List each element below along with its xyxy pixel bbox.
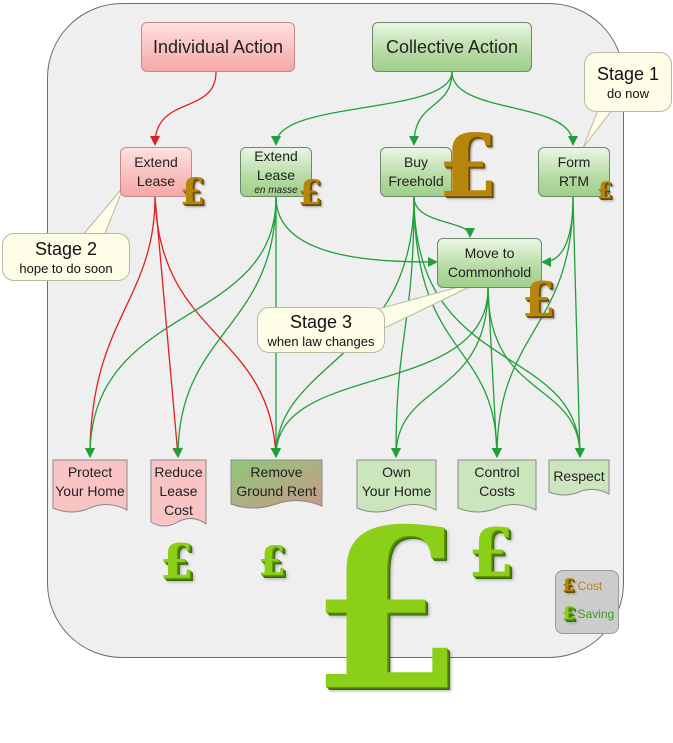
cost-pound-icon-form-rtm: £ xyxy=(597,178,613,204)
individual-action-label: Individual Action xyxy=(152,36,284,57)
edge-individual-to-extend-lease xyxy=(150,71,217,146)
protect-shape xyxy=(52,459,128,513)
buy-freehold-line1: Buy xyxy=(403,154,429,170)
edge-extend-masse-to-protect xyxy=(85,196,277,458)
protect-line1: Protect xyxy=(67,464,113,480)
legend: £ Cost £ Saving xyxy=(555,570,619,634)
saving-pound-icon-reduce: £ xyxy=(160,534,194,590)
reduce-shape xyxy=(150,459,207,527)
reduce-line2: Lease xyxy=(159,483,198,499)
edge-extend-masse-to-commonhold xyxy=(275,196,438,267)
edge-extend-masse-to-reduce xyxy=(173,196,277,458)
collective-action-label: Collective Action xyxy=(385,36,519,57)
buy-freehold-box: Buy Freehold xyxy=(380,147,452,197)
extend-lease-box: Extend Lease xyxy=(120,147,192,197)
edge-commonhold-to-remove xyxy=(271,287,489,458)
outcome-protect-your-home: Protect Your Home xyxy=(53,460,127,501)
edge-buy-freehold-to-commonhold xyxy=(413,196,475,238)
form-rtm-box: Form RTM xyxy=(538,147,610,197)
move-to-commonhold-box: Move to Commonhold xyxy=(437,238,542,288)
cost-pound-icon-extend-lease: £ xyxy=(180,171,206,213)
control-line2: Costs xyxy=(479,483,515,499)
stage1-title: Stage 1 xyxy=(596,63,660,84)
outcome-own-your-home: Own Your Home xyxy=(357,460,436,501)
extend-lease-line2: Lease xyxy=(136,173,176,189)
edge-extend-lease-to-remove xyxy=(154,196,281,458)
edge-commonhold-to-respect xyxy=(487,287,585,458)
edge-collective-to-form-rtm xyxy=(451,71,578,146)
edge-commonhold-to-own xyxy=(391,287,489,458)
edge-buy-freehold-to-control xyxy=(413,196,502,458)
remove-line1: Remove xyxy=(250,464,303,480)
control-line1: Control xyxy=(474,464,520,480)
form-rtm-line2: RTM xyxy=(558,173,590,189)
saving-pound-icon-control: £ xyxy=(468,514,514,592)
stage2-callout: Stage 2 hope to do soon xyxy=(2,233,130,281)
commonhold-line2: Commonhold xyxy=(447,264,532,280)
callout-pointers xyxy=(80,109,614,335)
stage2-sub: hope to do soon xyxy=(19,260,113,276)
stage3-callout: Stage 3 when law changes xyxy=(257,307,385,353)
outcome-reduce-lease-cost: Reduce Lease Cost xyxy=(151,460,206,520)
stage3-title: Stage 3 xyxy=(289,311,353,332)
legend-cost-row: £ Cost xyxy=(562,577,602,595)
edge-form-rtm-to-control xyxy=(492,196,574,458)
individual-action-box: Individual Action xyxy=(141,22,295,72)
legend-cost-pound-icon: £ xyxy=(562,575,575,596)
buy-freehold-line2: Freehold xyxy=(388,173,444,189)
own-line2: Your Home xyxy=(361,483,432,499)
extend-masse-line2: Lease xyxy=(256,167,296,183)
edge-form-rtm-to-commonhold xyxy=(541,196,574,267)
edge-form-rtm-to-respect xyxy=(572,196,585,458)
cost-pound-icon-extend-masse: £ xyxy=(298,173,322,213)
remove-line2: Ground Rent xyxy=(236,483,317,499)
legend-saving-label: Saving xyxy=(577,607,615,621)
individual-connectors xyxy=(85,71,281,458)
outcome-remove-ground-rent: Remove Ground Rent xyxy=(231,460,322,501)
legend-saving-row: £ Saving xyxy=(562,605,614,623)
extend-masse-en-masse: en masse xyxy=(254,185,298,196)
cost-pound-icon-commonhold: £ xyxy=(522,272,556,328)
edge-buy-freehold-to-own xyxy=(391,196,415,458)
stage2-pointer xyxy=(80,185,125,237)
legend-cost-label: Cost xyxy=(577,579,603,593)
stage1-callout: Stage 1 do now xyxy=(584,52,672,112)
stage1-sub: do now xyxy=(607,85,649,101)
edge-extend-lease-to-reduce xyxy=(154,196,183,458)
legend-saving-pound-icon: £ xyxy=(562,603,575,624)
respect-line1: Respect xyxy=(553,468,605,484)
edge-extend-lease-to-protect xyxy=(85,196,156,458)
outcome-respect: Respect xyxy=(549,460,609,486)
control-shape xyxy=(457,459,537,513)
edge-collective-to-extend-masse xyxy=(271,71,453,146)
reduce-line1: Reduce xyxy=(154,464,203,480)
stage2-title: Stage 2 xyxy=(34,238,98,259)
extend-masse-line1: Extend xyxy=(254,148,298,164)
edge-commonhold-to-control xyxy=(487,287,502,458)
protect-line2: Your Home xyxy=(55,483,125,499)
outcome-control-costs: Control Costs xyxy=(458,460,536,501)
remove-shape-overlay xyxy=(230,459,323,509)
extend-lease-en-masse-box: Extend Lease en masse xyxy=(240,147,312,197)
form-rtm-line1: Form xyxy=(557,154,591,170)
saving-pound-icon-remove: £ xyxy=(258,538,286,585)
stage3-sub: when law changes xyxy=(267,333,375,349)
respect-shape xyxy=(548,459,610,496)
collective-connectors xyxy=(85,71,585,458)
edge-buy-freehold-to-respect xyxy=(413,196,585,458)
commonhold-line1: Move to xyxy=(464,245,515,261)
extend-lease-line1: Extend xyxy=(134,154,178,170)
saving-pound-icon-large: £ xyxy=(310,480,464,739)
collective-action-box: Collective Action xyxy=(372,22,532,72)
cost-pound-icon-buy-freehold: £ xyxy=(438,116,498,217)
own-line1: Own xyxy=(382,464,411,480)
stage1-pointer xyxy=(582,109,614,149)
own-shape xyxy=(356,459,437,513)
edge-collective-to-buy-freehold xyxy=(409,71,453,146)
reduce-line3: Cost xyxy=(164,502,193,518)
